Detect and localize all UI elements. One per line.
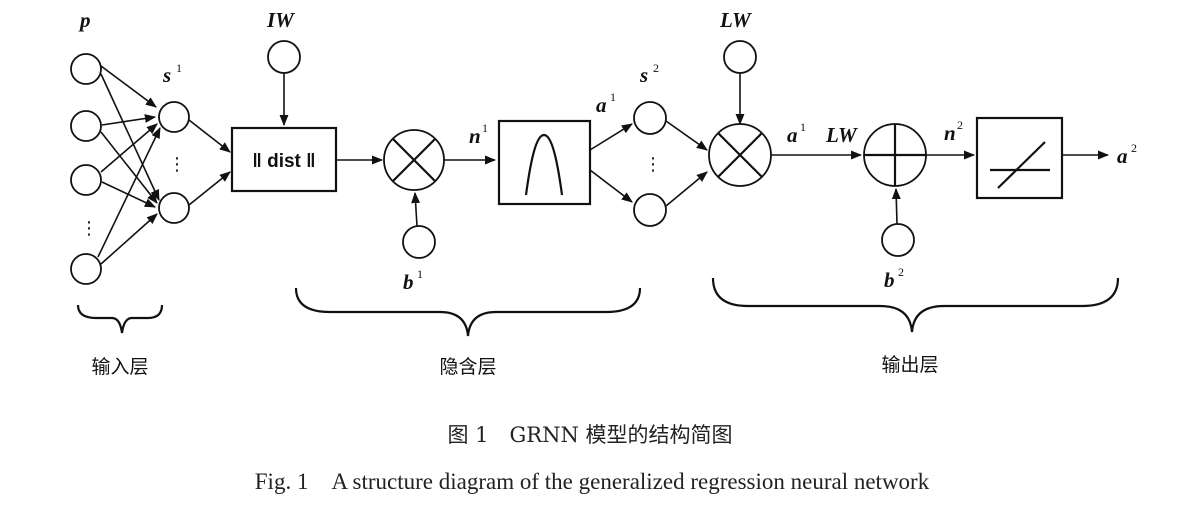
b1-node	[402, 225, 436, 259]
hidden-layer-brace	[294, 287, 642, 337]
input-ellipsis: ⋮	[80, 218, 98, 239]
input-node	[70, 53, 102, 85]
s1-ellipsis: ⋮	[168, 154, 186, 175]
label-n1: n	[469, 124, 481, 148]
purelin-icon	[990, 141, 1050, 189]
s1-node	[158, 192, 190, 224]
hidden-layer: IW ‖ dist ‖ b 1 n 1 a 1 s 2	[230, 8, 667, 294]
dist-box	[230, 126, 338, 193]
label-lw-mid: LW	[825, 123, 858, 147]
b2-node	[881, 223, 915, 257]
label-s1-sup: 1	[176, 61, 182, 75]
label-a1-top: a	[596, 93, 607, 117]
label-n2-sup: 2	[957, 118, 963, 132]
s2-node	[633, 193, 667, 227]
hidden-layer-label: 隐含层	[439, 356, 496, 378]
radbas-icon	[524, 133, 564, 196]
label-a1-mid: a	[787, 123, 798, 147]
input-layer: ⋮ p ⋮ s 1	[70, 8, 190, 285]
input-node	[70, 253, 102, 285]
label-b1: b	[403, 270, 414, 294]
input-layer-label: 输入层	[91, 356, 148, 378]
label-n1-sup: 1	[482, 121, 488, 135]
caption-en: Fig. 1 A structure diagram of the genera…	[255, 469, 930, 494]
lw-node	[723, 40, 757, 74]
label-a2-sup: 2	[1131, 141, 1137, 155]
multiply-node	[708, 123, 772, 187]
output-layer-brace	[711, 277, 1120, 333]
input-layer-brace	[76, 304, 164, 334]
label-p: p	[78, 8, 91, 32]
s1-node	[158, 101, 190, 133]
label-a1-mid-sup: 1	[800, 120, 806, 134]
label-s2: s	[639, 63, 648, 87]
label-lw-top: LW	[719, 8, 752, 32]
input-connections	[97, 65, 161, 265]
radbas-box	[497, 119, 592, 206]
multiply-node	[383, 129, 445, 191]
label-iw: IW	[266, 8, 295, 32]
purelin-box	[975, 116, 1064, 200]
iw-node	[267, 40, 301, 74]
label-a2: a	[1117, 144, 1128, 168]
label-b1-sup: 1	[417, 267, 423, 281]
s2-ellipsis: ⋮	[644, 154, 662, 175]
label-a1-top-sup: 1	[610, 90, 616, 104]
label-b2-sup: 2	[898, 265, 904, 279]
label-s1: s	[162, 63, 171, 87]
dist-label: ‖ dist ‖	[252, 151, 315, 172]
input-node	[70, 110, 102, 142]
output-layer: LW a 1 LW b 2 n 2	[708, 8, 1137, 292]
label-n2: n	[944, 121, 956, 145]
output-layer-label: 输出层	[881, 354, 938, 376]
sum-node	[863, 123, 927, 187]
input-node	[70, 164, 102, 196]
label-b2: b	[884, 268, 895, 292]
caption-cn: 图 1 GRNN 模型的结构简图	[447, 423, 732, 447]
s2-node	[633, 101, 667, 135]
label-s2-sup: 2	[653, 61, 659, 75]
